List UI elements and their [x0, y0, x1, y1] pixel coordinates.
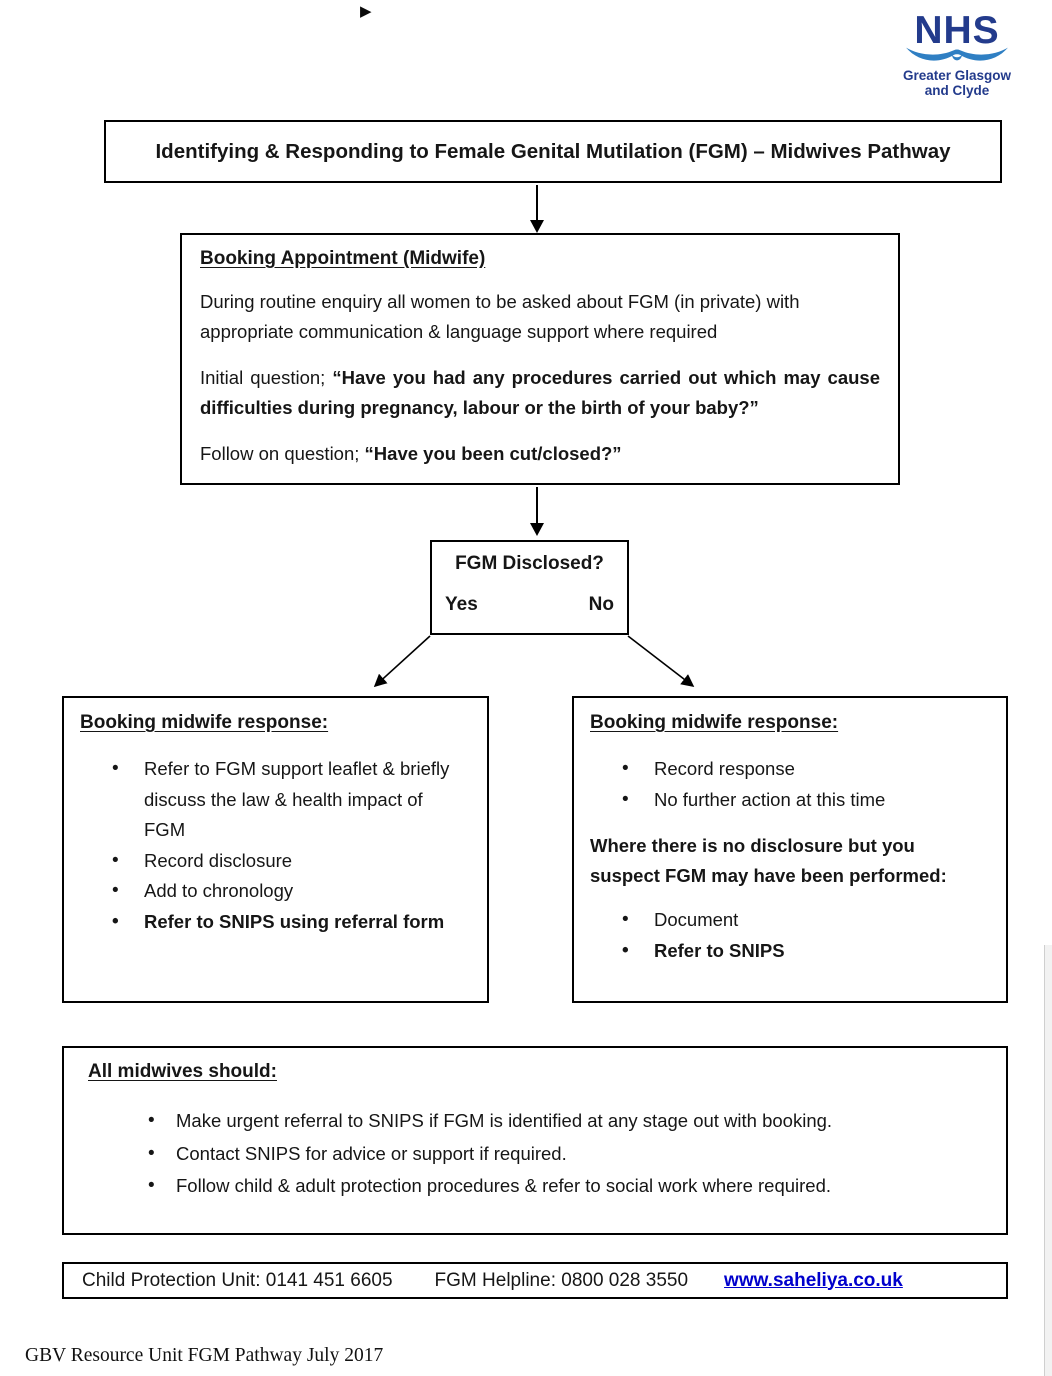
no-response-list: Record response No further action at thi…: [590, 754, 986, 815]
contact-strip: Child Protection Unit: 0141 451 6605 FGM…: [62, 1262, 1008, 1299]
page-title: Identifying & Responding to Female Genit…: [155, 139, 951, 163]
booking-paragraph-follow-question: Follow on question; “Have you been cut/c…: [200, 439, 880, 469]
all-midwives-heading: All midwives should:: [88, 1061, 277, 1082]
no-branch-arrow: [627, 635, 695, 687]
no-response-box: Booking midwife response: Record respons…: [572, 696, 1008, 1003]
yes-branch-arrow: [373, 635, 431, 688]
arrowhead-down-icon: [530, 220, 544, 233]
initial-question-prefix: Initial question;: [200, 367, 333, 388]
suspect-action-list: Document Refer to SNIPS: [590, 905, 986, 966]
list-item: Add to chronology: [80, 876, 467, 907]
yes-response-list: Refer to FGM support leaflet & briefly d…: [80, 754, 467, 937]
connector-line: [536, 487, 538, 524]
branch-arrows: [373, 635, 695, 688]
arrowhead-down-icon: [530, 523, 544, 536]
nhs-logo-text: NHS: [914, 9, 1000, 52]
list-item: Contact SNIPS for advice or support if r…: [88, 1138, 982, 1171]
decision-question: FGM Disclosed?: [455, 553, 604, 574]
fgm-helpline-contact: FGM Helpline: 0800 028 3550: [434, 1269, 689, 1291]
footer-note: GBV Resource Unit FGM Pathway July 2017: [25, 1345, 384, 1366]
list-item: Refer to FGM support leaflet & briefly d…: [80, 754, 467, 846]
follow-question-prefix: Follow on question;: [200, 443, 365, 464]
suspect-paragraph: Where there is no disclosure but you sus…: [590, 835, 947, 886]
list-item: Follow child & adult protection procedur…: [88, 1170, 982, 1203]
list-item: Record disclosure: [80, 846, 467, 877]
title-box: Identifying & Responding to Female Genit…: [104, 120, 1002, 183]
booking-appointment-box: Booking Appointment (Midwife) During rou…: [180, 233, 900, 485]
booking-paragraph-enquiry: During routine enquiry all women to be a…: [200, 291, 800, 342]
list-item: Record response: [590, 754, 986, 785]
list-item: Refer to SNIPS using referral form: [80, 907, 467, 938]
yes-response-box: Booking midwife response: Refer to FGM s…: [62, 696, 489, 1003]
saheliya-link[interactable]: www.saheliya.co.uk: [724, 1269, 903, 1291]
cursor-triangle-icon: ▶: [360, 3, 372, 20]
nhs-wing-icon: [906, 47, 1008, 61]
all-midwives-box: All midwives should: Make urgent referra…: [62, 1046, 1008, 1235]
decision-no-label: No: [588, 594, 614, 615]
all-midwives-list: Make urgent referral to SNIPS if FGM is …: [88, 1105, 982, 1203]
nhs-org-line2: and Clyde: [924, 83, 990, 98]
fgm-disclosed-decision-box: FGM Disclosed? Yes No: [430, 540, 629, 635]
initial-question-quote: “Have you had any procedures carried out…: [200, 367, 880, 418]
connector-line: [536, 185, 538, 221]
child-protection-contact: Child Protection Unit: 0141 451 6605: [82, 1269, 393, 1291]
no-response-heading: Booking midwife response:: [590, 712, 839, 733]
list-item: Document: [590, 905, 986, 936]
nhs-org-line1: Greater Glasgow: [902, 68, 1012, 83]
follow-question-quote: “Have you been cut/closed?”: [364, 443, 622, 464]
nhs-logo: NHS Greater Glasgow and Clyde: [902, 9, 1012, 98]
decision-yes-label: Yes: [445, 594, 478, 615]
list-item: Refer to SNIPS: [590, 936, 986, 967]
scrollbar-track[interactable]: [1044, 945, 1052, 1376]
list-item: Make urgent referral to SNIPS if FGM is …: [88, 1105, 982, 1138]
booking-heading: Booking Appointment (Midwife): [200, 248, 486, 269]
list-item: No further action at this time: [590, 785, 986, 816]
yes-response-heading: Booking midwife response:: [80, 712, 329, 733]
booking-paragraph-initial-question: Initial question; “Have you had any proc…: [200, 363, 880, 423]
